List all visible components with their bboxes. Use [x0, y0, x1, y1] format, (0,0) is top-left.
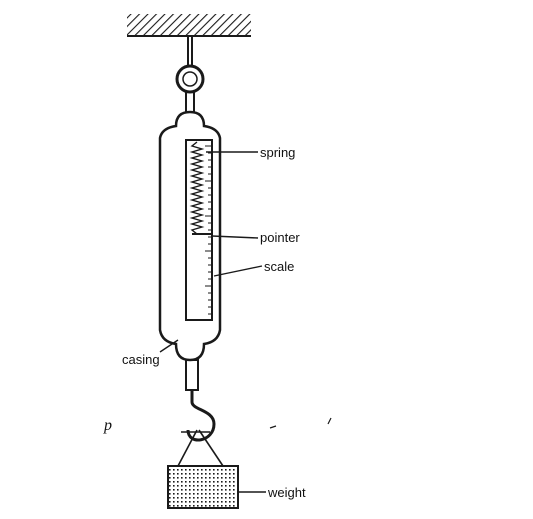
weight-label: weight [267, 485, 306, 500]
casing [158, 110, 222, 362]
spring-label: spring [260, 145, 295, 160]
ceiling-support [127, 14, 251, 37]
pointer-label: pointer [260, 230, 300, 245]
weight-block [167, 465, 239, 509]
p-label: p [103, 417, 112, 434]
hanging-wire [187, 36, 193, 66]
lower-rod [185, 359, 199, 391]
spring-coil-path [189, 141, 205, 235]
hook [186, 390, 216, 442]
weight-strings [177, 429, 224, 467]
spring-coil [189, 141, 205, 235]
leader-lines [159, 151, 266, 493]
stray-marks [269, 417, 332, 429]
scale-label: scale [264, 259, 294, 274]
scale-ticks [205, 145, 212, 315]
top-ring [175, 64, 205, 94]
casing-label: casing [122, 352, 160, 367]
ring-link [185, 92, 195, 112]
